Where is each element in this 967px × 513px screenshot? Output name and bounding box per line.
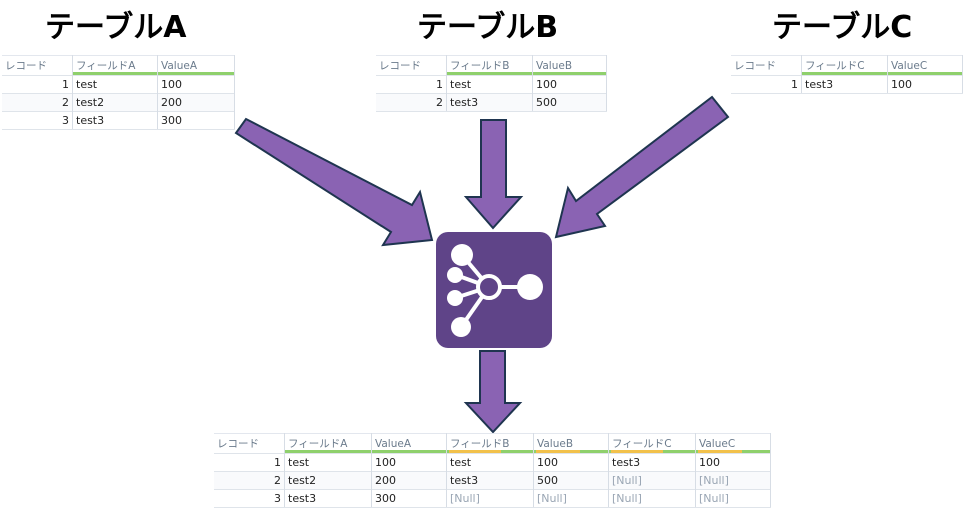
null-cell: [Null] <box>695 471 771 490</box>
record-number: 1 <box>731 75 802 94</box>
cell: test2 <box>284 471 372 490</box>
table-row: 3 test3 300 <box>2 111 235 130</box>
cell: 100 <box>887 75 963 94</box>
record-number: 2 <box>376 93 447 112</box>
arrow-to-result <box>463 350 523 434</box>
column-header-field-b[interactable]: フィールドB <box>446 433 534 454</box>
cell: 300 <box>371 489 447 508</box>
column-header-value-b[interactable]: ValueB <box>533 433 609 454</box>
null-cell: [Null] <box>695 489 771 508</box>
cell: 200 <box>157 93 235 112</box>
table-row: 1 test 100 <box>376 75 607 94</box>
cell: test3 <box>446 471 534 490</box>
table-row: 2 test2 200 test3 500 [Null] [Null] <box>214 471 771 490</box>
null-cell: [Null] <box>608 471 696 490</box>
title-table-b: テーブルB <box>417 10 559 45</box>
column-header-record[interactable]: レコード <box>731 55 802 76</box>
title-table-c: テーブルC <box>772 10 913 45</box>
record-number: 3 <box>2 111 73 130</box>
arrow-from-table-a <box>234 117 434 247</box>
cell: 100 <box>695 453 771 472</box>
table-row: 3 test3 300 [Null] [Null] [Null] [Null] <box>214 489 771 508</box>
cell: 500 <box>532 93 607 112</box>
column-header-field-b[interactable]: フィールドB <box>446 55 533 76</box>
table-row: 1 test3 100 <box>731 75 963 94</box>
table-row: 1 test 100 <box>2 75 235 94</box>
column-header-value-a[interactable]: ValueA <box>371 433 447 454</box>
cell: 200 <box>371 471 447 490</box>
cell: 500 <box>533 471 609 490</box>
table-a: レコード フィールドA ValueA 1 test 100 2 test2 20… <box>2 55 235 130</box>
column-header-field-a[interactable]: フィールドA <box>72 55 158 76</box>
column-header-value-c[interactable]: ValueC <box>695 433 771 454</box>
cell: test2 <box>72 93 158 112</box>
column-header-field-c[interactable]: フィールドC <box>801 55 888 76</box>
table-c: レコード フィールドC ValueC 1 test3 100 <box>731 55 963 94</box>
cell: 100 <box>371 453 447 472</box>
cell: 100 <box>157 75 235 94</box>
record-number: 1 <box>214 453 285 472</box>
null-cell: [Null] <box>608 489 696 508</box>
cell: test3 <box>446 93 533 112</box>
column-header-record[interactable]: レコード <box>2 55 73 76</box>
arrow-from-table-c <box>554 95 730 239</box>
cell: test3 <box>801 75 888 94</box>
table-row: 1 test 100 test 100 test3 100 <box>214 453 771 472</box>
cell: test <box>72 75 158 94</box>
column-header-record[interactable]: レコード <box>376 55 447 76</box>
arrow-from-table-b <box>463 119 524 230</box>
record-number: 2 <box>214 471 285 490</box>
cell: test3 <box>608 453 696 472</box>
cell: test3 <box>72 111 158 130</box>
null-cell: [Null] <box>533 489 609 508</box>
column-header-field-c[interactable]: フィールドC <box>608 433 696 454</box>
column-header-value-a[interactable]: ValueA <box>157 55 235 76</box>
record-number: 1 <box>2 75 73 94</box>
cell: test <box>446 453 534 472</box>
column-header-value-b[interactable]: ValueB <box>532 55 607 76</box>
join-multiple-icon[interactable] <box>436 232 552 348</box>
column-header-value-c[interactable]: ValueC <box>887 55 963 76</box>
table-b: レコード フィールドB ValueB 1 test 100 2 test3 50… <box>376 55 607 112</box>
cell: 300 <box>157 111 235 130</box>
table-row: 2 test2 200 <box>2 93 235 112</box>
record-number: 1 <box>376 75 447 94</box>
cell: test3 <box>284 489 372 508</box>
record-number: 2 <box>2 93 73 112</box>
result-table: レコード フィールドA ValueA フィールドB ValueB フィールドC … <box>214 433 771 508</box>
cell: 100 <box>533 453 609 472</box>
record-number: 3 <box>214 489 285 508</box>
cell: 100 <box>532 75 607 94</box>
cell: test <box>446 75 533 94</box>
column-header-field-a[interactable]: フィールドA <box>284 433 372 454</box>
table-row: 2 test3 500 <box>376 93 607 112</box>
column-header-record[interactable]: レコード <box>214 433 285 454</box>
cell: test <box>284 453 372 472</box>
title-table-a: テーブルA <box>45 10 187 45</box>
null-cell: [Null] <box>446 489 534 508</box>
